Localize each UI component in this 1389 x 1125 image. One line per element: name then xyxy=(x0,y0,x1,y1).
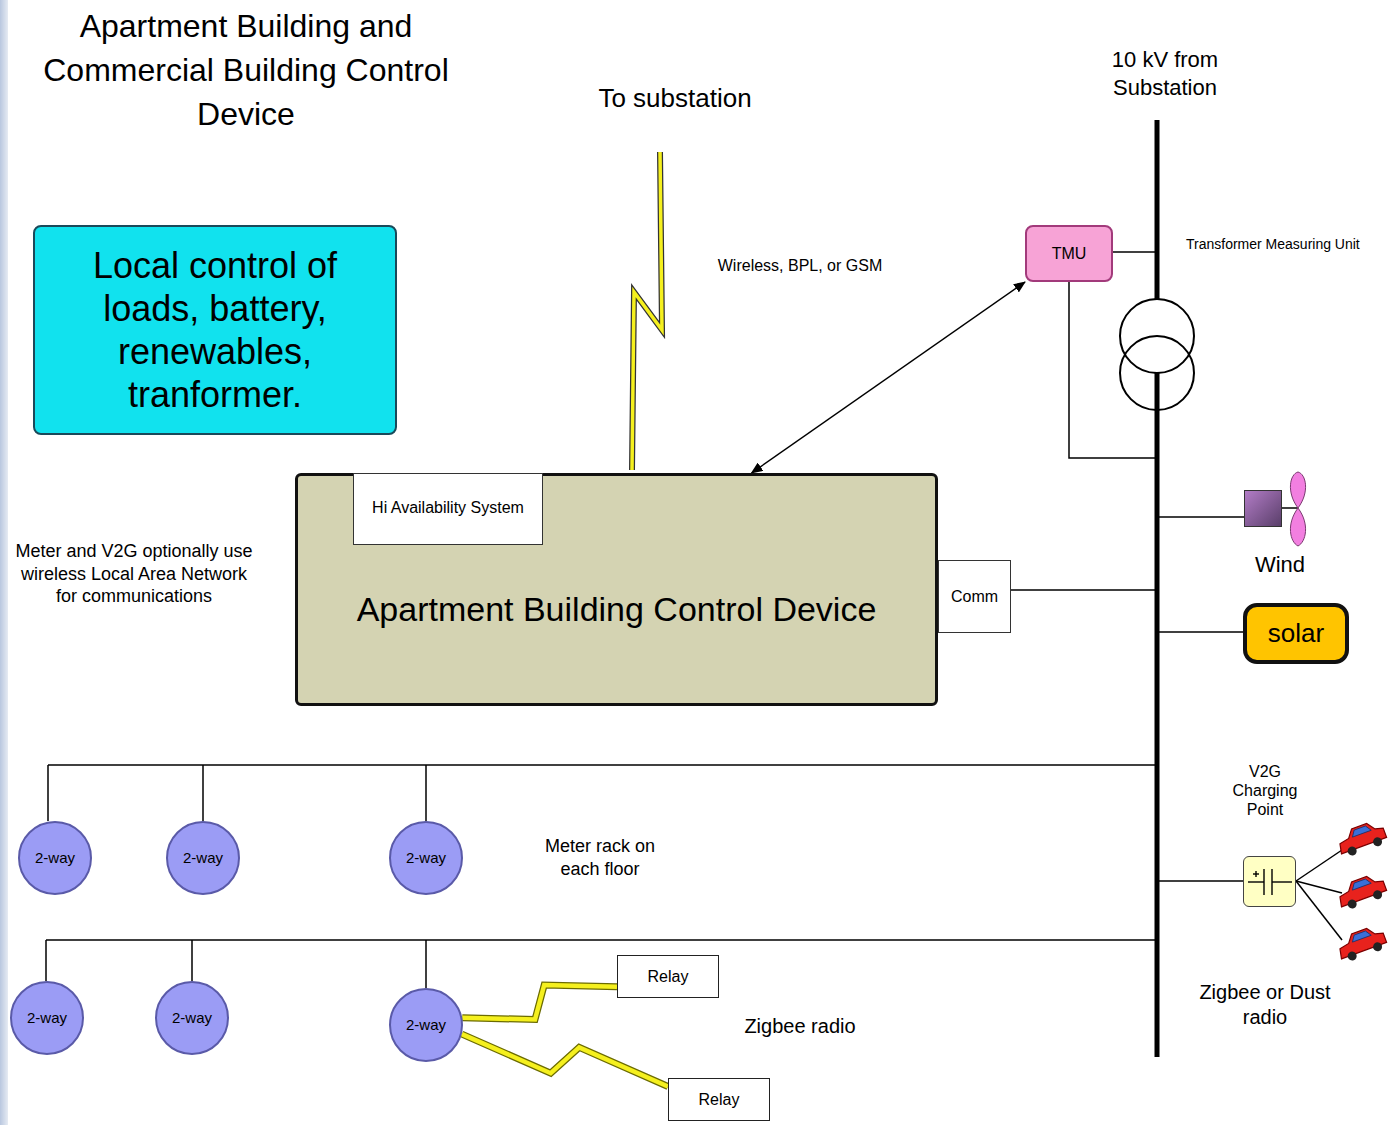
control-device-box: Apartment Building Control Device Hi Avai… xyxy=(295,473,938,706)
node-text: V2G Charging Point xyxy=(1225,762,1305,820)
radio-link xyxy=(462,985,617,1020)
note-label: Meter and V2G optionally use wireless Lo… xyxy=(14,540,254,608)
node-text: Apartment Building Control Device xyxy=(357,589,877,630)
diagram-title: Apartment Building and Commercial Buildi… xyxy=(6,4,486,136)
radio-bolt-stroke xyxy=(462,1034,668,1086)
two-way-meter: 2-way xyxy=(10,981,84,1055)
meter-rack-wiring xyxy=(46,765,1157,988)
page-edge-strip xyxy=(0,0,8,1125)
electric-car-icons xyxy=(1335,819,1389,964)
node-text: Wind xyxy=(1255,552,1305,578)
node-text: Hi Availability System xyxy=(372,498,524,517)
capacitor-symbol xyxy=(1244,857,1295,906)
data-link-arrow xyxy=(752,282,1025,473)
feeder-wires xyxy=(1010,517,1244,881)
node-text: solar xyxy=(1268,618,1324,649)
node-text: 2-way xyxy=(27,1009,67,1027)
tmu-description-label: Transformer Measuring Unit xyxy=(1186,236,1386,254)
radio-bolt-stroke xyxy=(462,985,617,1020)
charger-symbol-box xyxy=(1243,856,1296,907)
radio-label: Zigbee or Dust radio xyxy=(1190,980,1340,1030)
connector-line xyxy=(752,282,1025,473)
two-way-meter: 2-way xyxy=(166,821,240,895)
two-way-meter: 2-way xyxy=(389,821,463,895)
two-way-meter: 2-way xyxy=(155,981,229,1055)
node-text: Comm xyxy=(951,587,998,606)
transformer-symbol xyxy=(1120,299,1194,410)
wind-turbine-blades xyxy=(1282,472,1306,546)
note-box: Local control of loads, battery, renewab… xyxy=(33,225,397,435)
charging-cables xyxy=(1296,850,1342,940)
node-text: 2-way xyxy=(406,849,446,867)
comm-port-box: Comm xyxy=(938,560,1011,633)
two-way-meter: 2-way xyxy=(389,988,463,1062)
node-text: Local control of loads, battery, renewab… xyxy=(49,244,381,417)
relay-box: Relay xyxy=(617,955,719,998)
relay-box: Relay xyxy=(668,1078,770,1121)
wind-generator: Wind xyxy=(1232,486,1328,578)
radio-bolt-stroke xyxy=(462,1034,668,1086)
radio-bolt-stroke xyxy=(462,985,617,1020)
generator-square xyxy=(1244,490,1282,527)
meter-rack-label: Meter rack on each floor xyxy=(530,835,670,880)
radio-link-bolt xyxy=(632,152,662,470)
subsystem-box: Hi Availability System xyxy=(353,473,543,545)
node-text: TMU xyxy=(1052,244,1087,263)
node-text: Relay xyxy=(699,1090,740,1109)
radio-link xyxy=(462,1034,668,1086)
link-type-label: Wireless, BPL, or GSM xyxy=(700,256,900,276)
power-bus xyxy=(1157,120,1158,1057)
two-way-meter: 2-way xyxy=(18,821,92,895)
node-text: 2-way xyxy=(172,1009,212,1027)
node-text: 2-way xyxy=(35,849,75,867)
v2g-charging-point: V2G Charging Point xyxy=(1225,762,1305,908)
tmu-wiring xyxy=(1069,252,1157,458)
node-text: 2-way xyxy=(183,849,223,867)
node-text: 2-way xyxy=(406,1016,446,1034)
node-text: Relay xyxy=(648,967,689,986)
solar-box: solar xyxy=(1243,603,1349,664)
tmu-box: TMU xyxy=(1025,225,1113,282)
supply-label: 10 kV from Substation xyxy=(1090,46,1240,101)
radio-label: Zigbee radio xyxy=(735,1014,865,1039)
substation-label: To substation xyxy=(560,82,790,115)
